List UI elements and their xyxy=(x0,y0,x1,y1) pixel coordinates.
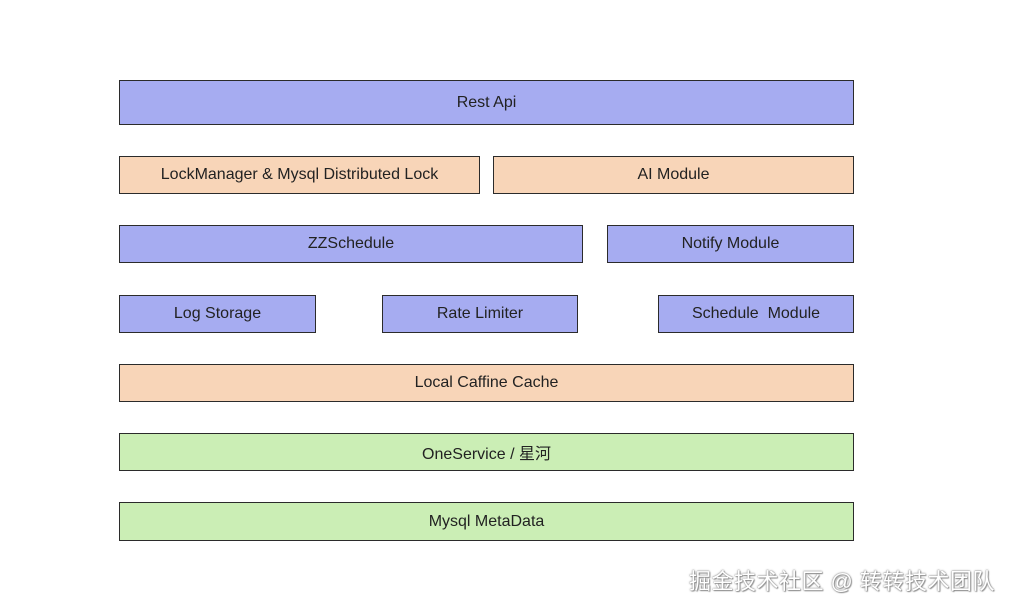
notify-module-label: Notify Module xyxy=(681,235,780,252)
schedule-module-label: Schedule Module xyxy=(691,305,821,322)
zzschedule-layer: ZZSchedule xyxy=(119,225,583,263)
oneservice-layer: OneService / 星河 xyxy=(119,433,854,471)
mysql-metadata-layer: Mysql MetaData xyxy=(119,502,854,541)
lockmanager-layer: LockManager & Mysql Distributed Lock xyxy=(119,156,480,194)
mysql-metadata-label: Mysql MetaData xyxy=(428,512,545,530)
watermark: 掘金技术社区 @ 转转技术团队 xyxy=(688,569,995,594)
rest-api-layer: Rest Api xyxy=(119,80,854,125)
log-storage-label: Log Storage xyxy=(173,305,262,322)
zzschedule-label: ZZSchedule xyxy=(307,235,395,252)
ai-module-label: AI Module xyxy=(637,166,710,183)
local-cache-layer: Local Caffine Cache xyxy=(119,364,854,402)
oneservice-label: OneService / 星河 xyxy=(422,446,551,463)
rest-api-label: Rest Api xyxy=(456,93,517,111)
local-cache-label: Local Caffine Cache xyxy=(414,374,559,391)
rate-limiter-layer: Rate Limiter xyxy=(382,295,578,333)
rate-limiter-label: Rate Limiter xyxy=(436,305,524,322)
ai-module-layer: AI Module xyxy=(493,156,854,194)
schedule-module-layer: Schedule Module xyxy=(658,295,854,333)
lockmanager-label: LockManager & Mysql Distributed Lock xyxy=(160,166,439,183)
notify-module-layer: Notify Module xyxy=(607,225,854,263)
log-storage-layer: Log Storage xyxy=(119,295,316,333)
